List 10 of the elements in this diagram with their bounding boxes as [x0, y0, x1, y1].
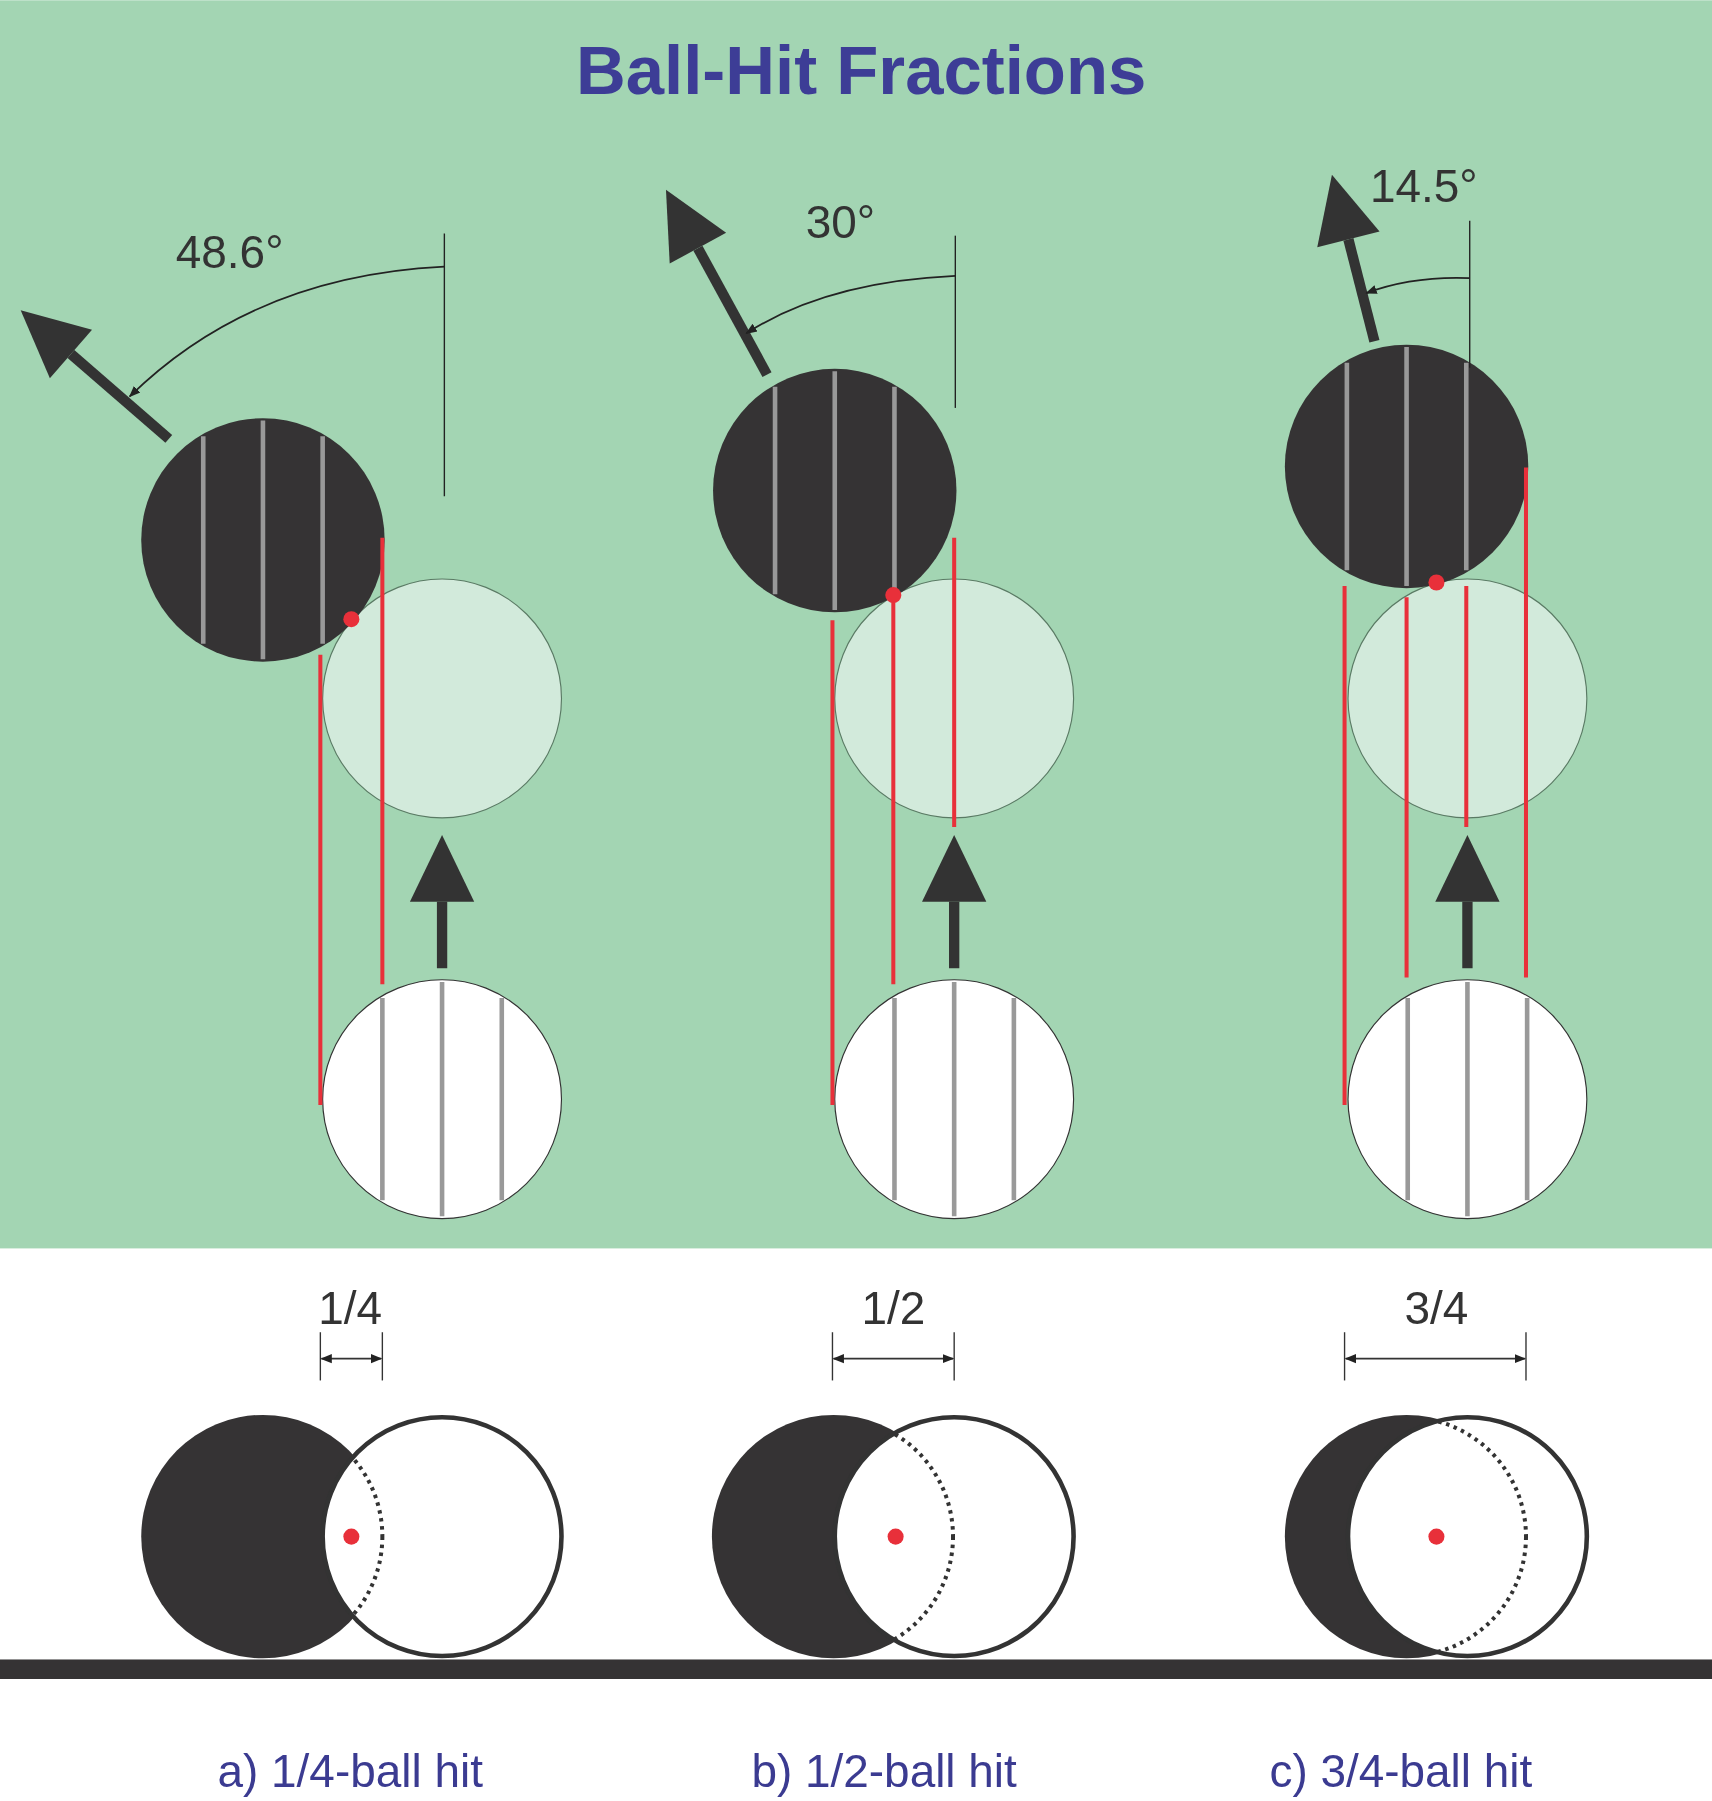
panel-caption: a) 1/4-ball hit	[217, 1748, 483, 1795]
dimension-label: 1/2	[861, 1286, 926, 1332]
angle-label: 14.5°	[1369, 164, 1478, 211]
title: Ball-Hit Fractions	[576, 36, 1147, 106]
angle-label: 30°	[805, 199, 876, 246]
panel-caption: b) 1/2-ball hit	[751, 1748, 1017, 1795]
dimension-label: 3/4	[1404, 1286, 1469, 1332]
angle-label: 48.6°	[175, 229, 284, 276]
dimension-label: 1/4	[318, 1286, 383, 1332]
panel-caption: c) 3/4-ball hit	[1269, 1748, 1533, 1795]
